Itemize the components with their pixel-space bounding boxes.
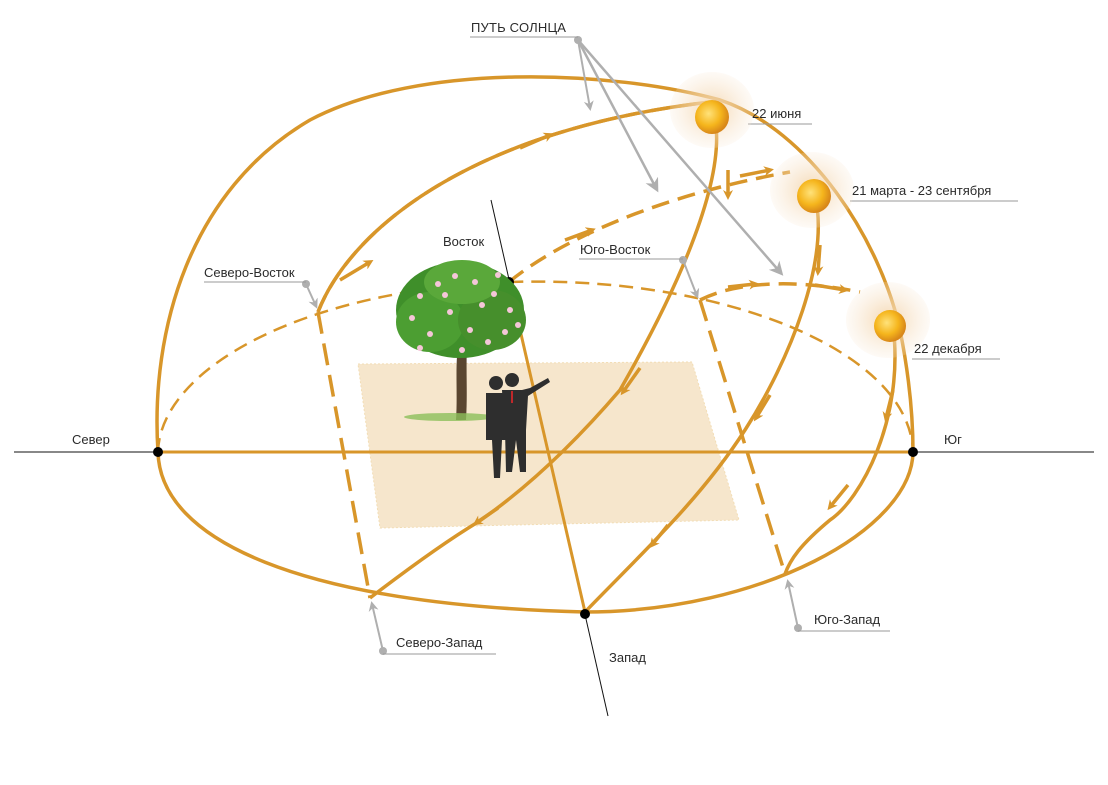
- leader-nw: [368, 601, 384, 652]
- label-east: Восток: [443, 234, 485, 249]
- label-north: Север: [72, 432, 110, 447]
- sun-june: [670, 72, 754, 148]
- pointer-origin-title: [574, 36, 582, 44]
- sun-path-december-back: [699, 282, 861, 302]
- arrow-june-1: [519, 132, 554, 150]
- arrow-dec-1: [727, 279, 759, 290]
- horizon-ellipse-back: [156, 280, 915, 453]
- people-silhouette: [486, 373, 550, 478]
- leader-nw-dot: [379, 647, 387, 655]
- sun-path-december-front: [783, 324, 897, 575]
- arrow-east-1: [564, 227, 596, 242]
- arrow-equinox-low: [649, 523, 670, 549]
- west-point: [580, 609, 590, 619]
- leader-se: [682, 259, 700, 299]
- arrow-ne-1: [339, 259, 374, 282]
- pointer-equinox: [576, 39, 659, 193]
- label-southeast: Юго-Восток: [580, 242, 651, 257]
- sun-path-june: [316, 100, 719, 524]
- sun-path-june-back: [316, 100, 711, 313]
- sun-december: [846, 282, 930, 358]
- leader-sw-dot: [794, 624, 802, 632]
- sun-path-equinox-back: [507, 170, 791, 284]
- leader-se-dot: [679, 256, 687, 264]
- arrow-equinox-down: [813, 244, 824, 276]
- leader-sw: [784, 579, 799, 629]
- label-southwest: Юго-Запад: [814, 612, 881, 627]
- tree: [396, 260, 526, 421]
- label-northwest: Северо-Запад: [396, 635, 483, 650]
- arrow-equinox-1: [739, 166, 774, 178]
- label-west: Запад: [609, 650, 646, 665]
- leader-ne-dot: [302, 280, 310, 288]
- label-june: 22 июня: [752, 106, 802, 121]
- pointer-june: [577, 39, 594, 111]
- sun-equinox: [770, 152, 854, 228]
- label-equinox: 21 марта - 23 сентября: [852, 183, 992, 198]
- label-northeast: Северо-Восток: [204, 265, 295, 280]
- arrow-dec-low: [827, 483, 850, 511]
- label-south: Юг: [944, 432, 962, 447]
- ground-plane: [357, 361, 740, 529]
- arrow-dec-mid: [882, 389, 895, 422]
- arrow-june-low: [472, 506, 499, 526]
- arrow-dec-2: [814, 283, 849, 294]
- arrow-june-mid: [620, 366, 642, 396]
- sun-path-june-nw: [368, 520, 479, 600]
- north-point: [153, 447, 163, 457]
- leader-ne: [305, 283, 318, 309]
- sun-path-equinox-front: [583, 194, 820, 614]
- east-west-axis-orange: [507, 281, 587, 613]
- arrow-equinox-mid: [753, 394, 772, 422]
- diagram-title: ПУТЬ СОЛНЦА: [471, 20, 567, 35]
- ne-nw-vertical: [316, 311, 372, 599]
- label-december: 22 декабря: [914, 341, 982, 356]
- south-point: [908, 447, 918, 457]
- pointer-december: [577, 39, 784, 276]
